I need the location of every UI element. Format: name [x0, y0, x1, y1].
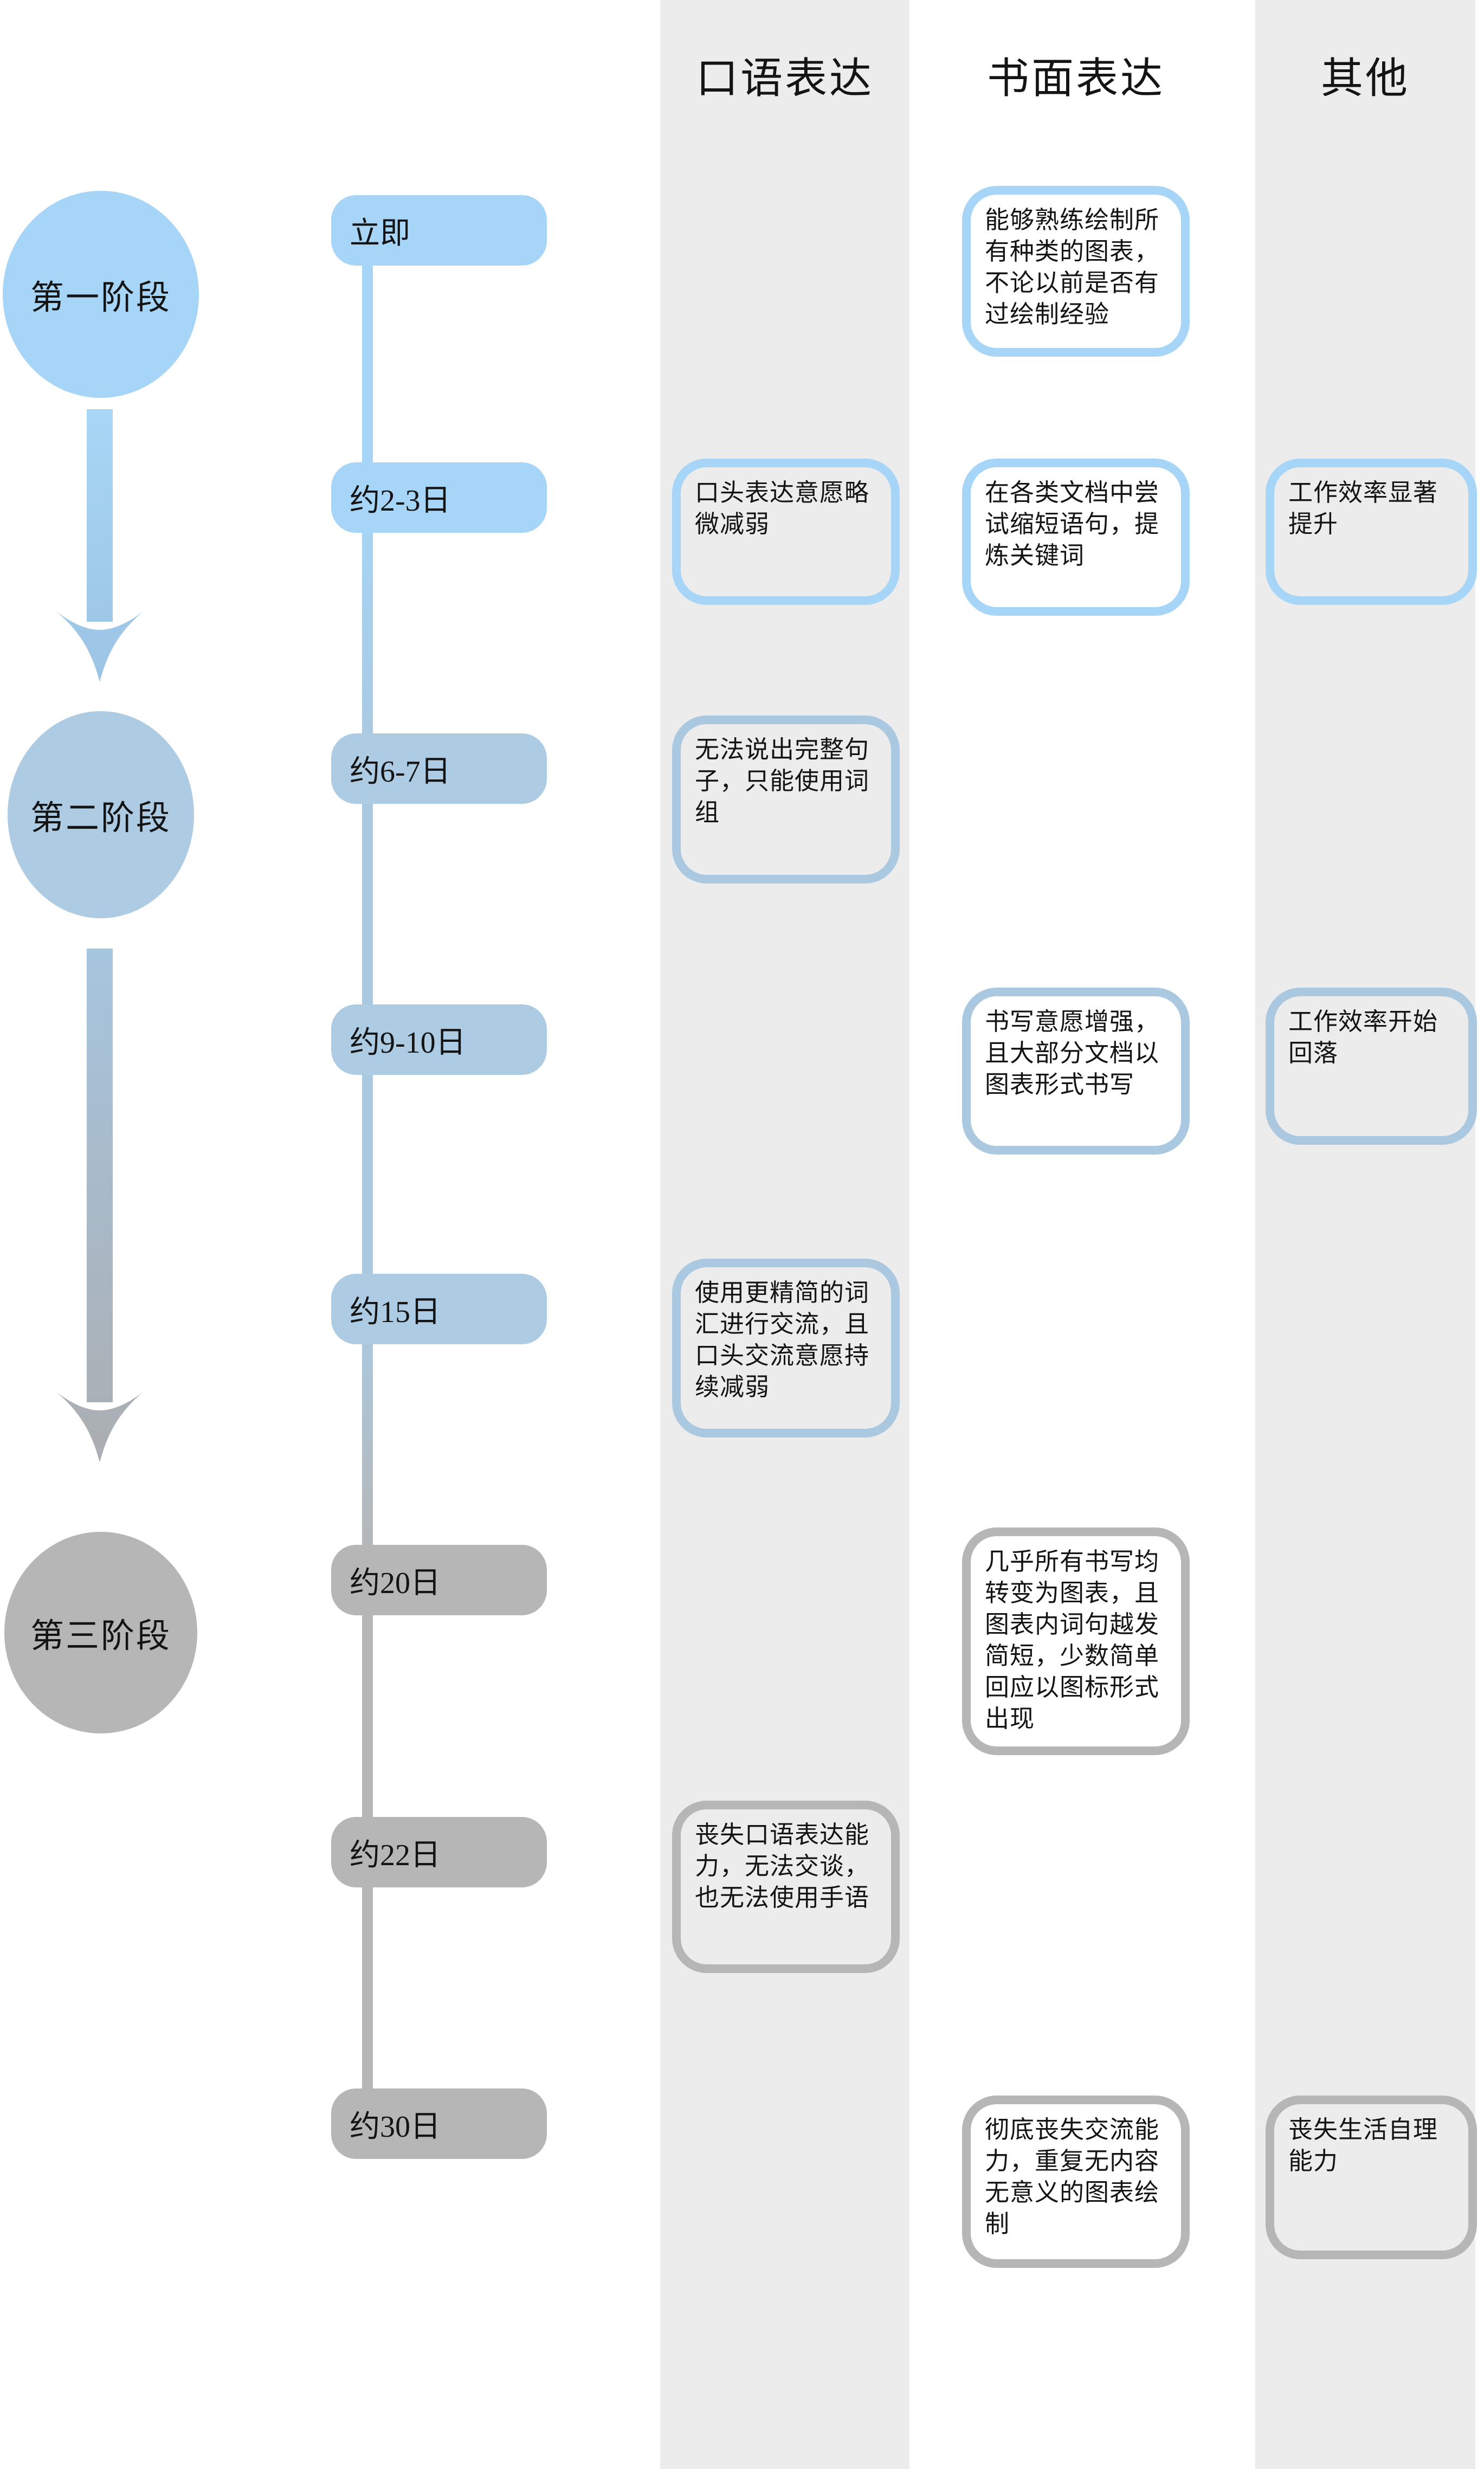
- time-pill: 约9-10日: [331, 1004, 547, 1075]
- time-pill: 约20日: [331, 1545, 547, 1615]
- column-header-written: 书面表达: [986, 55, 1165, 102]
- time-pill: 约6-7日: [331, 733, 547, 804]
- other-column-strip: [1255, 0, 1475, 2469]
- time-label: 约15日: [350, 1295, 441, 1329]
- time-pill: 立即: [331, 195, 547, 266]
- time-label: 约2-3日: [350, 484, 451, 518]
- oral-box: 口头表达意愿略微减弱: [672, 459, 900, 605]
- timeline-axis: [362, 247, 373, 2125]
- time-pill: 约22日: [331, 1817, 547, 1887]
- time-pill: 约2-3日: [331, 462, 547, 533]
- phase-1-label: 第一阶段: [30, 280, 171, 317]
- other-box: 丧失生活自理能力: [1266, 2096, 1477, 2259]
- oral-box: 无法说出完整句子，只能使用词组: [672, 715, 900, 884]
- time-label: 约22日: [350, 1838, 441, 1872]
- written-box: 在各类文档中尝试缩短语句，提炼关键词: [962, 459, 1190, 616]
- column-header-oral: 口语表达: [695, 55, 874, 102]
- stage-arrow-1: [51, 409, 149, 682]
- written-box: 几乎所有书写均转变为图表，且图表内词句越发简短，少数简单回应以图标形式出现: [962, 1527, 1190, 1755]
- phase-circle-2: 第二阶段: [8, 711, 194, 918]
- column-header-other: 其他: [1320, 55, 1410, 102]
- time-label: 立即: [350, 216, 410, 250]
- time-label: 约20日: [350, 1566, 441, 1600]
- other-box: 工作效率显著提升: [1266, 459, 1477, 605]
- phase-circle-3: 第三阶段: [4, 1532, 197, 1733]
- time-pill: 约15日: [331, 1274, 547, 1344]
- oral-box: 使用更精简的词汇进行交流，且口头交流意愿持续减弱: [672, 1259, 900, 1437]
- oral-column-strip: [660, 0, 909, 2469]
- written-box: 书写意愿增强，且大部分文档以图表形式书写: [962, 988, 1190, 1155]
- time-label: 约6-7日: [350, 755, 451, 789]
- phase-circle-1: 第一阶段: [3, 191, 199, 398]
- oral-box: 丧失口语表达能力，无法交谈，也无法使用手语: [672, 1801, 900, 1973]
- other-box: 工作效率开始回落: [1266, 988, 1477, 1145]
- stage-arrow-2: [51, 949, 149, 1462]
- time-pill: 约30日: [331, 2088, 547, 2159]
- phase-3-label: 第三阶段: [30, 1618, 171, 1655]
- written-box: 彻底丧失交流能力，重复无内容无意义的图表绘制: [962, 2096, 1190, 2268]
- time-label: 约30日: [350, 2110, 441, 2144]
- time-label: 约9-10日: [350, 1026, 466, 1060]
- phase-2-label: 第二阶段: [30, 800, 171, 837]
- written-box: 能够熟练绘制所有种类的图表，不论以前是否有过绘制经验: [962, 186, 1190, 357]
